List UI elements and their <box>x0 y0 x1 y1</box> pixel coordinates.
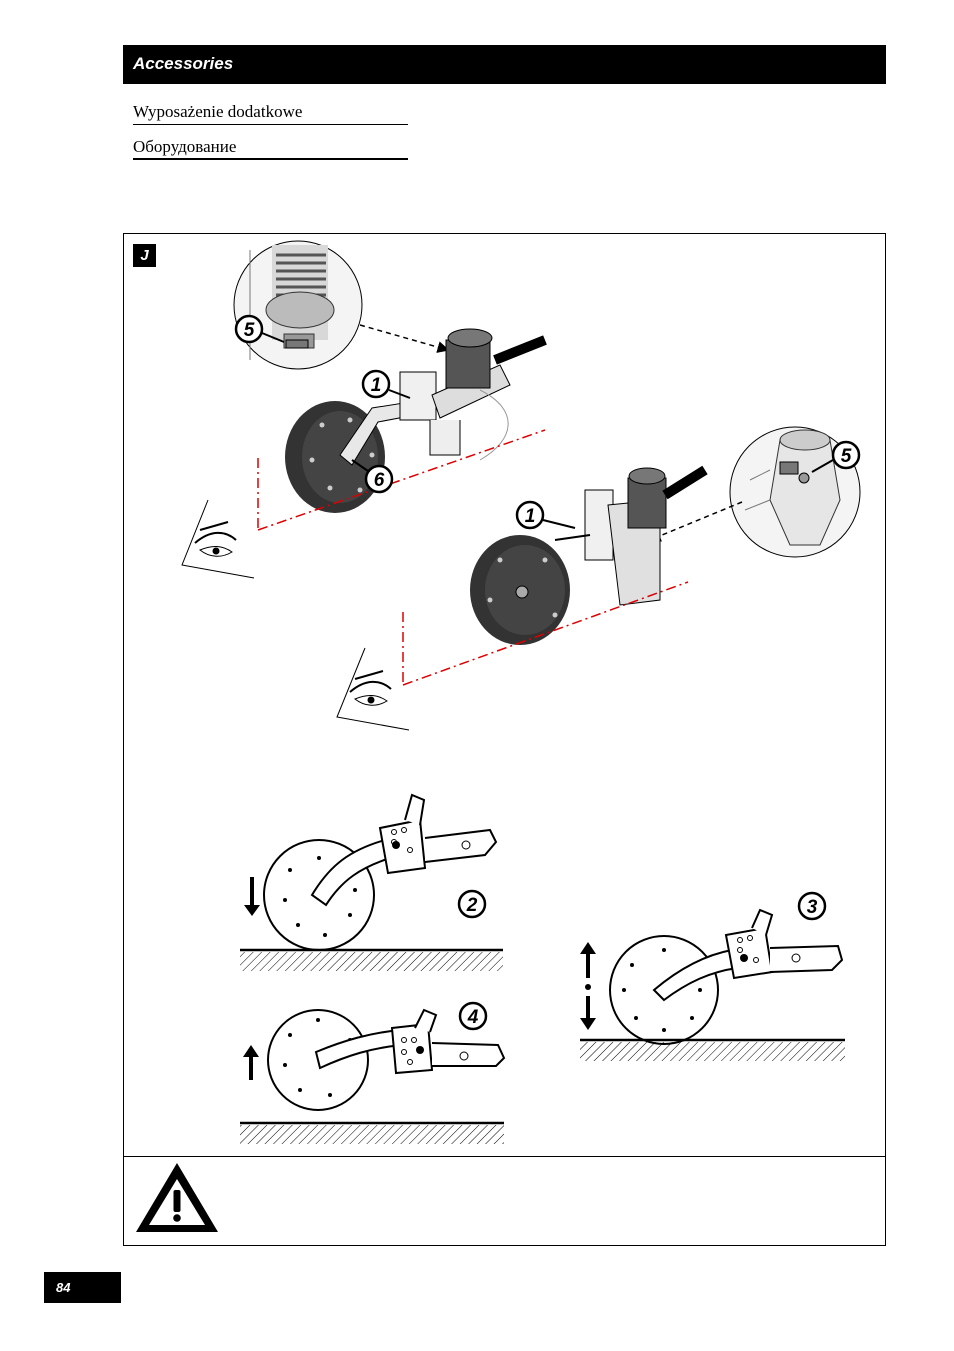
callout-4: 4 <box>458 1001 488 1031</box>
callout-6: 6 <box>351 459 394 494</box>
svg-text:1: 1 <box>371 375 382 396</box>
arrow-up-down-icon <box>580 942 596 1030</box>
leader-line-top <box>359 324 450 353</box>
callout-1-lower: 1 <box>515 500 576 530</box>
svg-text:1: 1 <box>525 506 536 527</box>
svg-text:5: 5 <box>841 446 852 467</box>
arrow-down-icon <box>244 877 260 916</box>
lower-assembly <box>470 465 708 645</box>
page-number: 84 <box>56 1280 71 1295</box>
leader-line-right <box>648 501 743 542</box>
diagram-wheel-float <box>609 908 844 1045</box>
ground-hatch-4 <box>240 1121 504 1144</box>
bolt-5-right-icon <box>779 461 810 484</box>
callout-3: 3 <box>797 891 827 921</box>
subtitle-russian: Оборудование <box>133 137 408 160</box>
figure-frame <box>123 233 886 1246</box>
page-number-box: 84 <box>44 1272 121 1303</box>
ground-hatch-2 <box>240 948 503 971</box>
svg-text:2: 2 <box>466 895 478 916</box>
callout-5-right: 5 <box>811 440 861 473</box>
svg-text:6: 6 <box>374 470 385 491</box>
callout-2: 2 <box>457 889 487 919</box>
svg-text:3: 3 <box>807 897 818 918</box>
svg-text:4: 4 <box>467 1007 479 1028</box>
warning-triangle-icon <box>136 1163 218 1232</box>
figure-label: J <box>133 244 156 267</box>
svg-text:5: 5 <box>244 320 255 341</box>
warning-divider <box>123 1156 886 1157</box>
ground-hatch-3 <box>580 1038 845 1061</box>
section-title: Accessories <box>133 54 234 73</box>
diagram-wheel-up <box>267 1008 506 1111</box>
section-header-bar: Accessories <box>123 45 886 84</box>
eye-view-icon-lower <box>336 647 410 731</box>
alignment-line-lower <box>402 581 689 686</box>
diagram-wheel-down <box>263 793 498 951</box>
bolt-5-top-icon <box>285 339 309 349</box>
eye-view-icon-upper <box>181 499 255 579</box>
subtitle-polish: Wyposażenie dodatkowe <box>133 102 408 125</box>
callout-5-top: 5 <box>234 314 285 344</box>
alignment-line-upper <box>257 429 546 531</box>
detail-circle-top <box>233 240 363 370</box>
arrow-up-icon <box>243 1045 259 1080</box>
callout-1-top: 1 <box>361 369 411 399</box>
